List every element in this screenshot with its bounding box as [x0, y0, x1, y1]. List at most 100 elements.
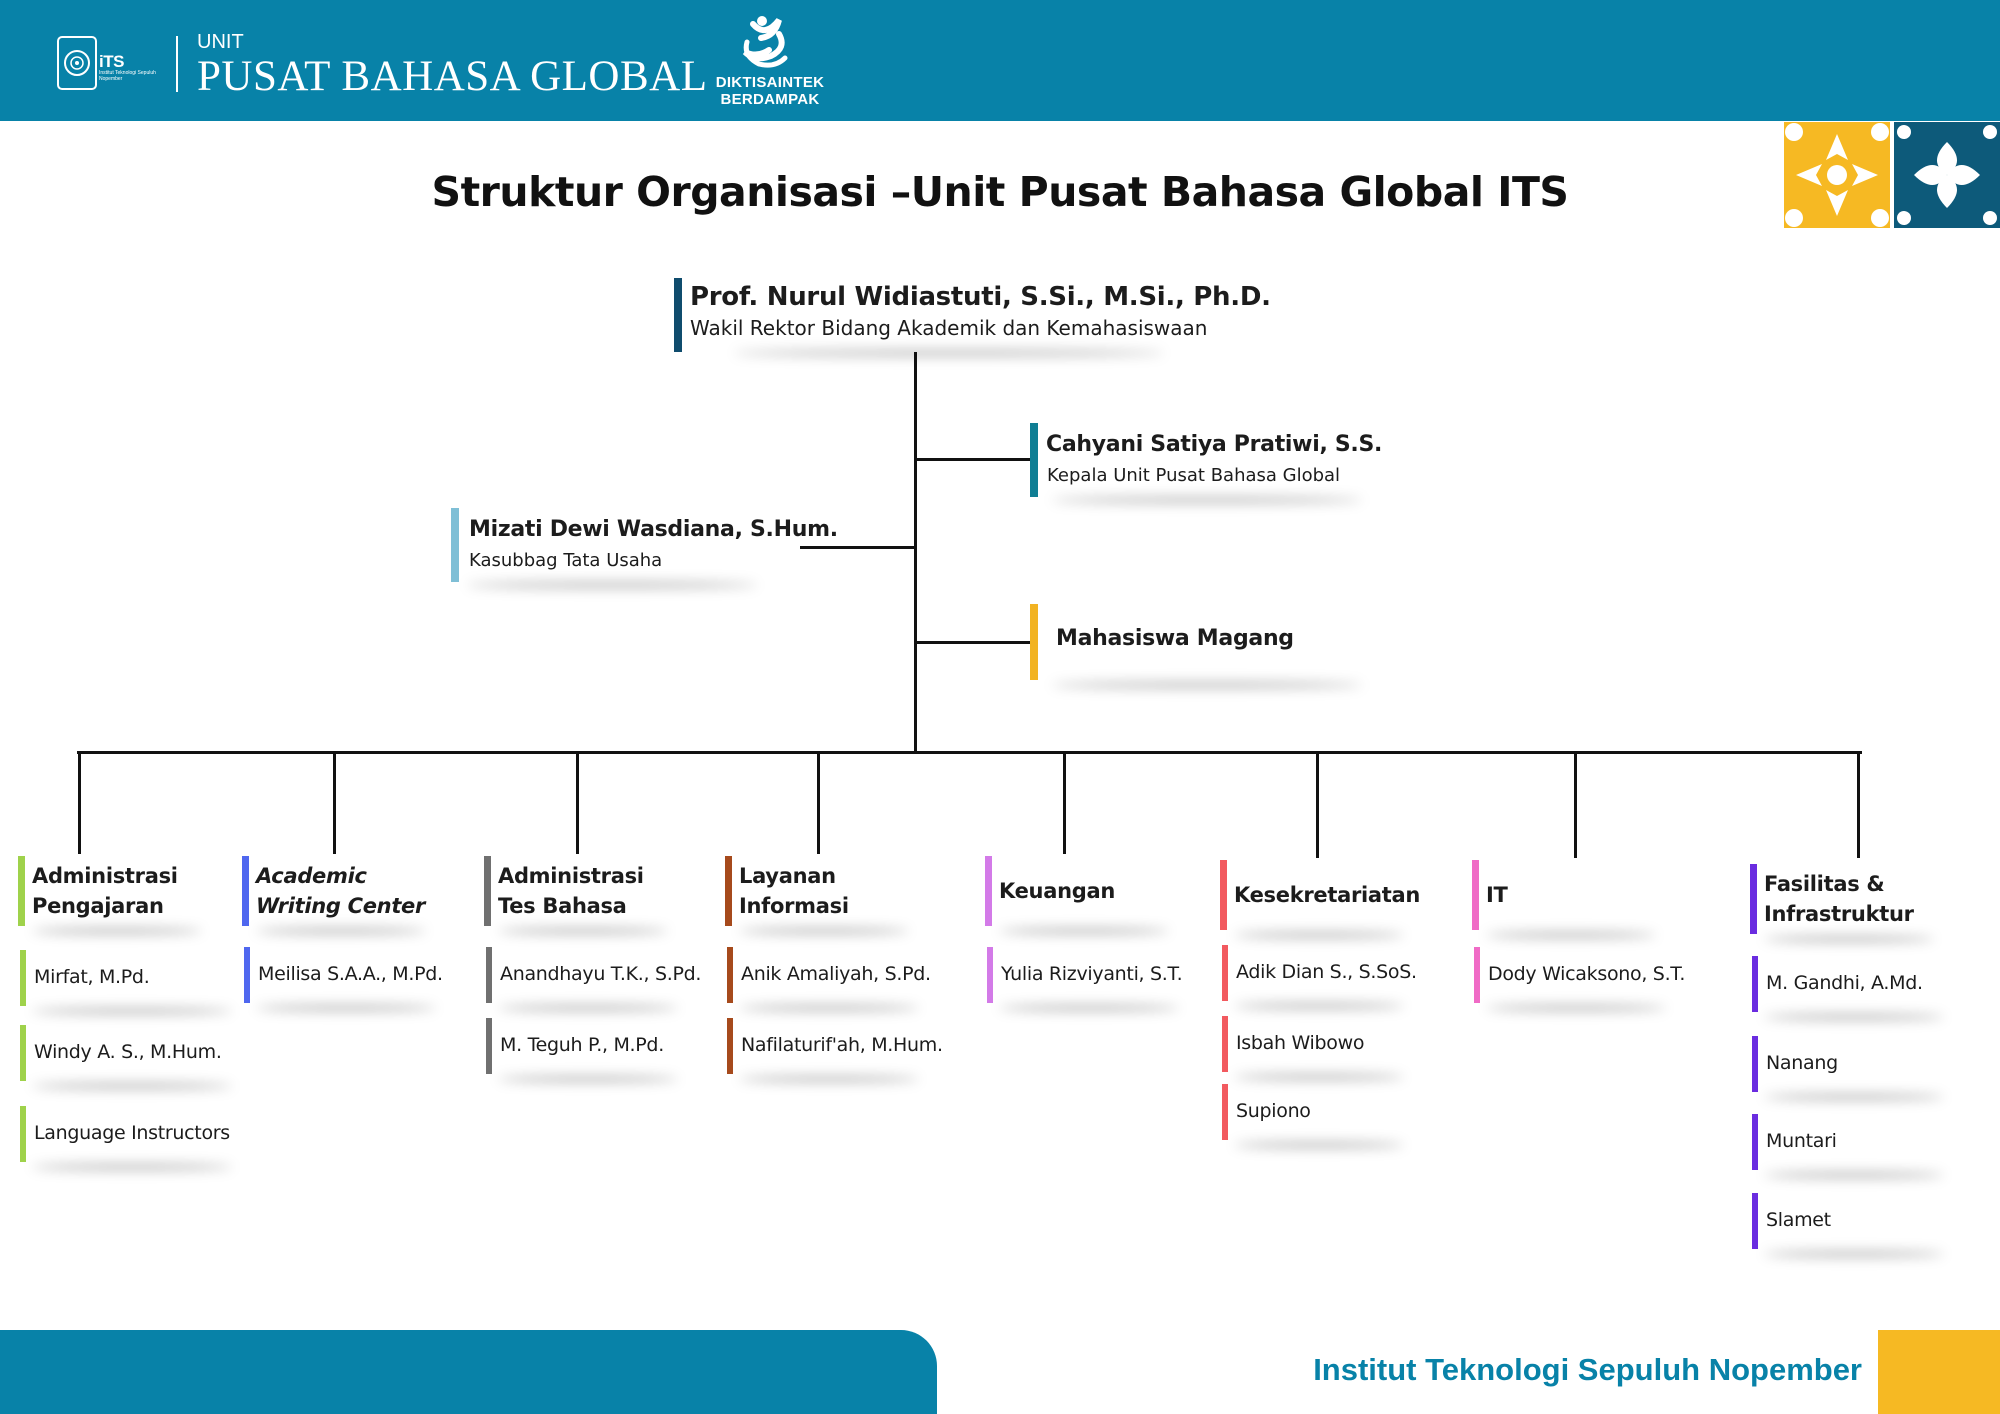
- department-name-line-1: Fasilitas &: [1764, 872, 1885, 896]
- staff-card: Muntari: [1752, 1114, 1952, 1178]
- card-shadow: [32, 1083, 232, 1089]
- card-shadow: [498, 1076, 678, 1082]
- card-unit-head: Cahyani Satiya Pratiwi, S.S. Kepala Unit…: [1030, 423, 1382, 503]
- staff-card: Language Instructors: [20, 1106, 240, 1170]
- card-admin-head: Mizati Dewi Wasdiana, S.Hum. Kasubbag Ta…: [451, 508, 838, 588]
- staff-name: Supiono: [1236, 1100, 1311, 1122]
- card-accent-bar: [1752, 1193, 1758, 1249]
- staff-card: Slamet: [1752, 1193, 1952, 1257]
- card-shadow: [1234, 1074, 1404, 1080]
- its-wordmark: iTS: [99, 52, 124, 71]
- connector-admin: [800, 546, 915, 549]
- department-name-line-1: IT: [1486, 883, 1508, 907]
- staff-name: Slamet: [1766, 1209, 1831, 1231]
- card-shadow: [1234, 1003, 1404, 1009]
- department-name-line-2: Informasi: [739, 894, 849, 918]
- card-shadow: [999, 1005, 1179, 1011]
- staff-name: Windy A. S., M.Hum.: [34, 1041, 222, 1063]
- card-accent-bar: [486, 947, 492, 1003]
- card-accent-bar: [486, 1018, 492, 1074]
- card-shadow: [1764, 1014, 1944, 1020]
- department-name: Fasilitas &Infrastruktur: [1764, 869, 1914, 929]
- staff-card: Mirfat, M.Pd.: [20, 950, 240, 1014]
- card-shadow: [256, 928, 426, 934]
- card-shadow: [1764, 1251, 1944, 1257]
- card-accent-bar: [727, 947, 733, 1003]
- card-accent-bar: [1222, 1016, 1228, 1072]
- department-name-line-2: Tes Bahasa: [498, 894, 627, 918]
- department-name: IT: [1486, 880, 1508, 910]
- staff-name: Nanang: [1766, 1052, 1838, 1074]
- dikti-line-2: BERDAMPAK: [720, 91, 820, 108]
- staff-name: Dody Wicaksono, S.T.: [1488, 963, 1686, 985]
- its-emblem-icon: [57, 36, 97, 90]
- staff-name: M. Gandhi, A.Md.: [1766, 972, 1923, 994]
- staff-card: Isbah Wibowo: [1222, 1016, 1412, 1080]
- staff-card: Supiono: [1222, 1084, 1412, 1148]
- top-leader-role: Wakil Rektor Bidang Akademik dan Kemahas…: [690, 316, 1208, 340]
- card-accent-bar: [1752, 956, 1758, 1012]
- department-card: Fasilitas &Infrastruktur: [1750, 864, 1934, 942]
- card-shadow: [32, 928, 202, 934]
- staff-name: Muntari: [1766, 1130, 1837, 1152]
- card-accent-bar: [727, 1018, 733, 1074]
- card-shadow: [1052, 682, 1362, 688]
- card-accent-bar: [1222, 945, 1228, 1001]
- diktisaintek-logo-icon: [742, 16, 788, 68]
- card-shadow: [1764, 1172, 1944, 1178]
- staff-name: Adik Dian S., S.SoS.: [1236, 961, 1417, 983]
- staff-name: Anandhayu T.K., S.Pd.: [500, 963, 702, 985]
- staff-name: Anik Amaliyah, S.Pd.: [741, 963, 931, 985]
- connector-head: [916, 458, 1030, 461]
- department-name-line-1: Kesekretariatan: [1234, 883, 1421, 907]
- its-subtitle: Institut Teknologi Sepuluh Nopember: [99, 70, 156, 82]
- card-accent-bar: [1222, 1084, 1228, 1140]
- footer-bar: [0, 1330, 937, 1414]
- header-banner: iTS Institut Teknologi Sepuluh Nopember …: [0, 0, 2000, 121]
- header-divider: [176, 36, 178, 92]
- staff-name: Mirfat, M.Pd.: [34, 966, 150, 988]
- card-accent-bar: [1030, 423, 1038, 497]
- card-accent-bar: [20, 950, 26, 1006]
- card-shadow: [999, 928, 1169, 934]
- card-accent-bar: [20, 1025, 26, 1081]
- dikti-wordmark: DIKTISAINTEK BERDAMPAK: [705, 74, 835, 108]
- department-name-line-1: Keuangan: [999, 879, 1115, 903]
- card-shadow: [1486, 932, 1656, 938]
- staff-card: Dody Wicaksono, S.T.: [1474, 947, 1685, 1011]
- card-intern: Mahasiswa Magang: [1030, 604, 1362, 688]
- card-shadow: [498, 928, 668, 934]
- staff-name: Language Instructors: [34, 1122, 230, 1144]
- card-accent-bar: [1752, 1114, 1758, 1170]
- staff-card: Meilisa S.A.A., M.Pd.: [244, 947, 444, 1011]
- department-name-line-2: Pengajaran: [32, 894, 164, 918]
- card-shadow: [1052, 497, 1362, 503]
- card-shadow: [1486, 1005, 1666, 1011]
- its-logo: iTS Institut Teknologi Sepuluh Nopember: [57, 36, 157, 92]
- staff-card: Anandhayu T.K., S.Pd.: [486, 947, 701, 1011]
- staff-name: Isbah Wibowo: [1236, 1032, 1365, 1054]
- staff-name: Yulia Rizviyanti, S.T.: [1001, 963, 1183, 985]
- footer-institution: Institut Teknologi Sepuluh Nopember: [1313, 1352, 1862, 1387]
- staff-name: M. Teguh P., M.Pd.: [500, 1034, 664, 1056]
- card-accent-bar: [20, 1106, 26, 1162]
- card-accent-bar: [242, 856, 249, 926]
- department-name-line-1: Administrasi: [32, 864, 178, 888]
- card-accent-bar: [1030, 604, 1038, 680]
- card-shadow: [256, 1005, 436, 1011]
- connector-dept-4: [817, 752, 820, 854]
- staff-name: Nafilaturif'ah, M.Hum.: [741, 1034, 943, 1056]
- page-title: Struktur Organisasi –Unit Pusat Bahasa G…: [431, 168, 1569, 216]
- connector-trunk: [914, 352, 917, 752]
- card-accent-bar: [1474, 947, 1480, 1003]
- card-shadow: [498, 1005, 678, 1011]
- admin-head-role: Kasubbag Tata Usaha: [469, 550, 663, 571]
- card-shadow: [467, 582, 757, 588]
- department-name-line-1: Academic: [256, 864, 367, 888]
